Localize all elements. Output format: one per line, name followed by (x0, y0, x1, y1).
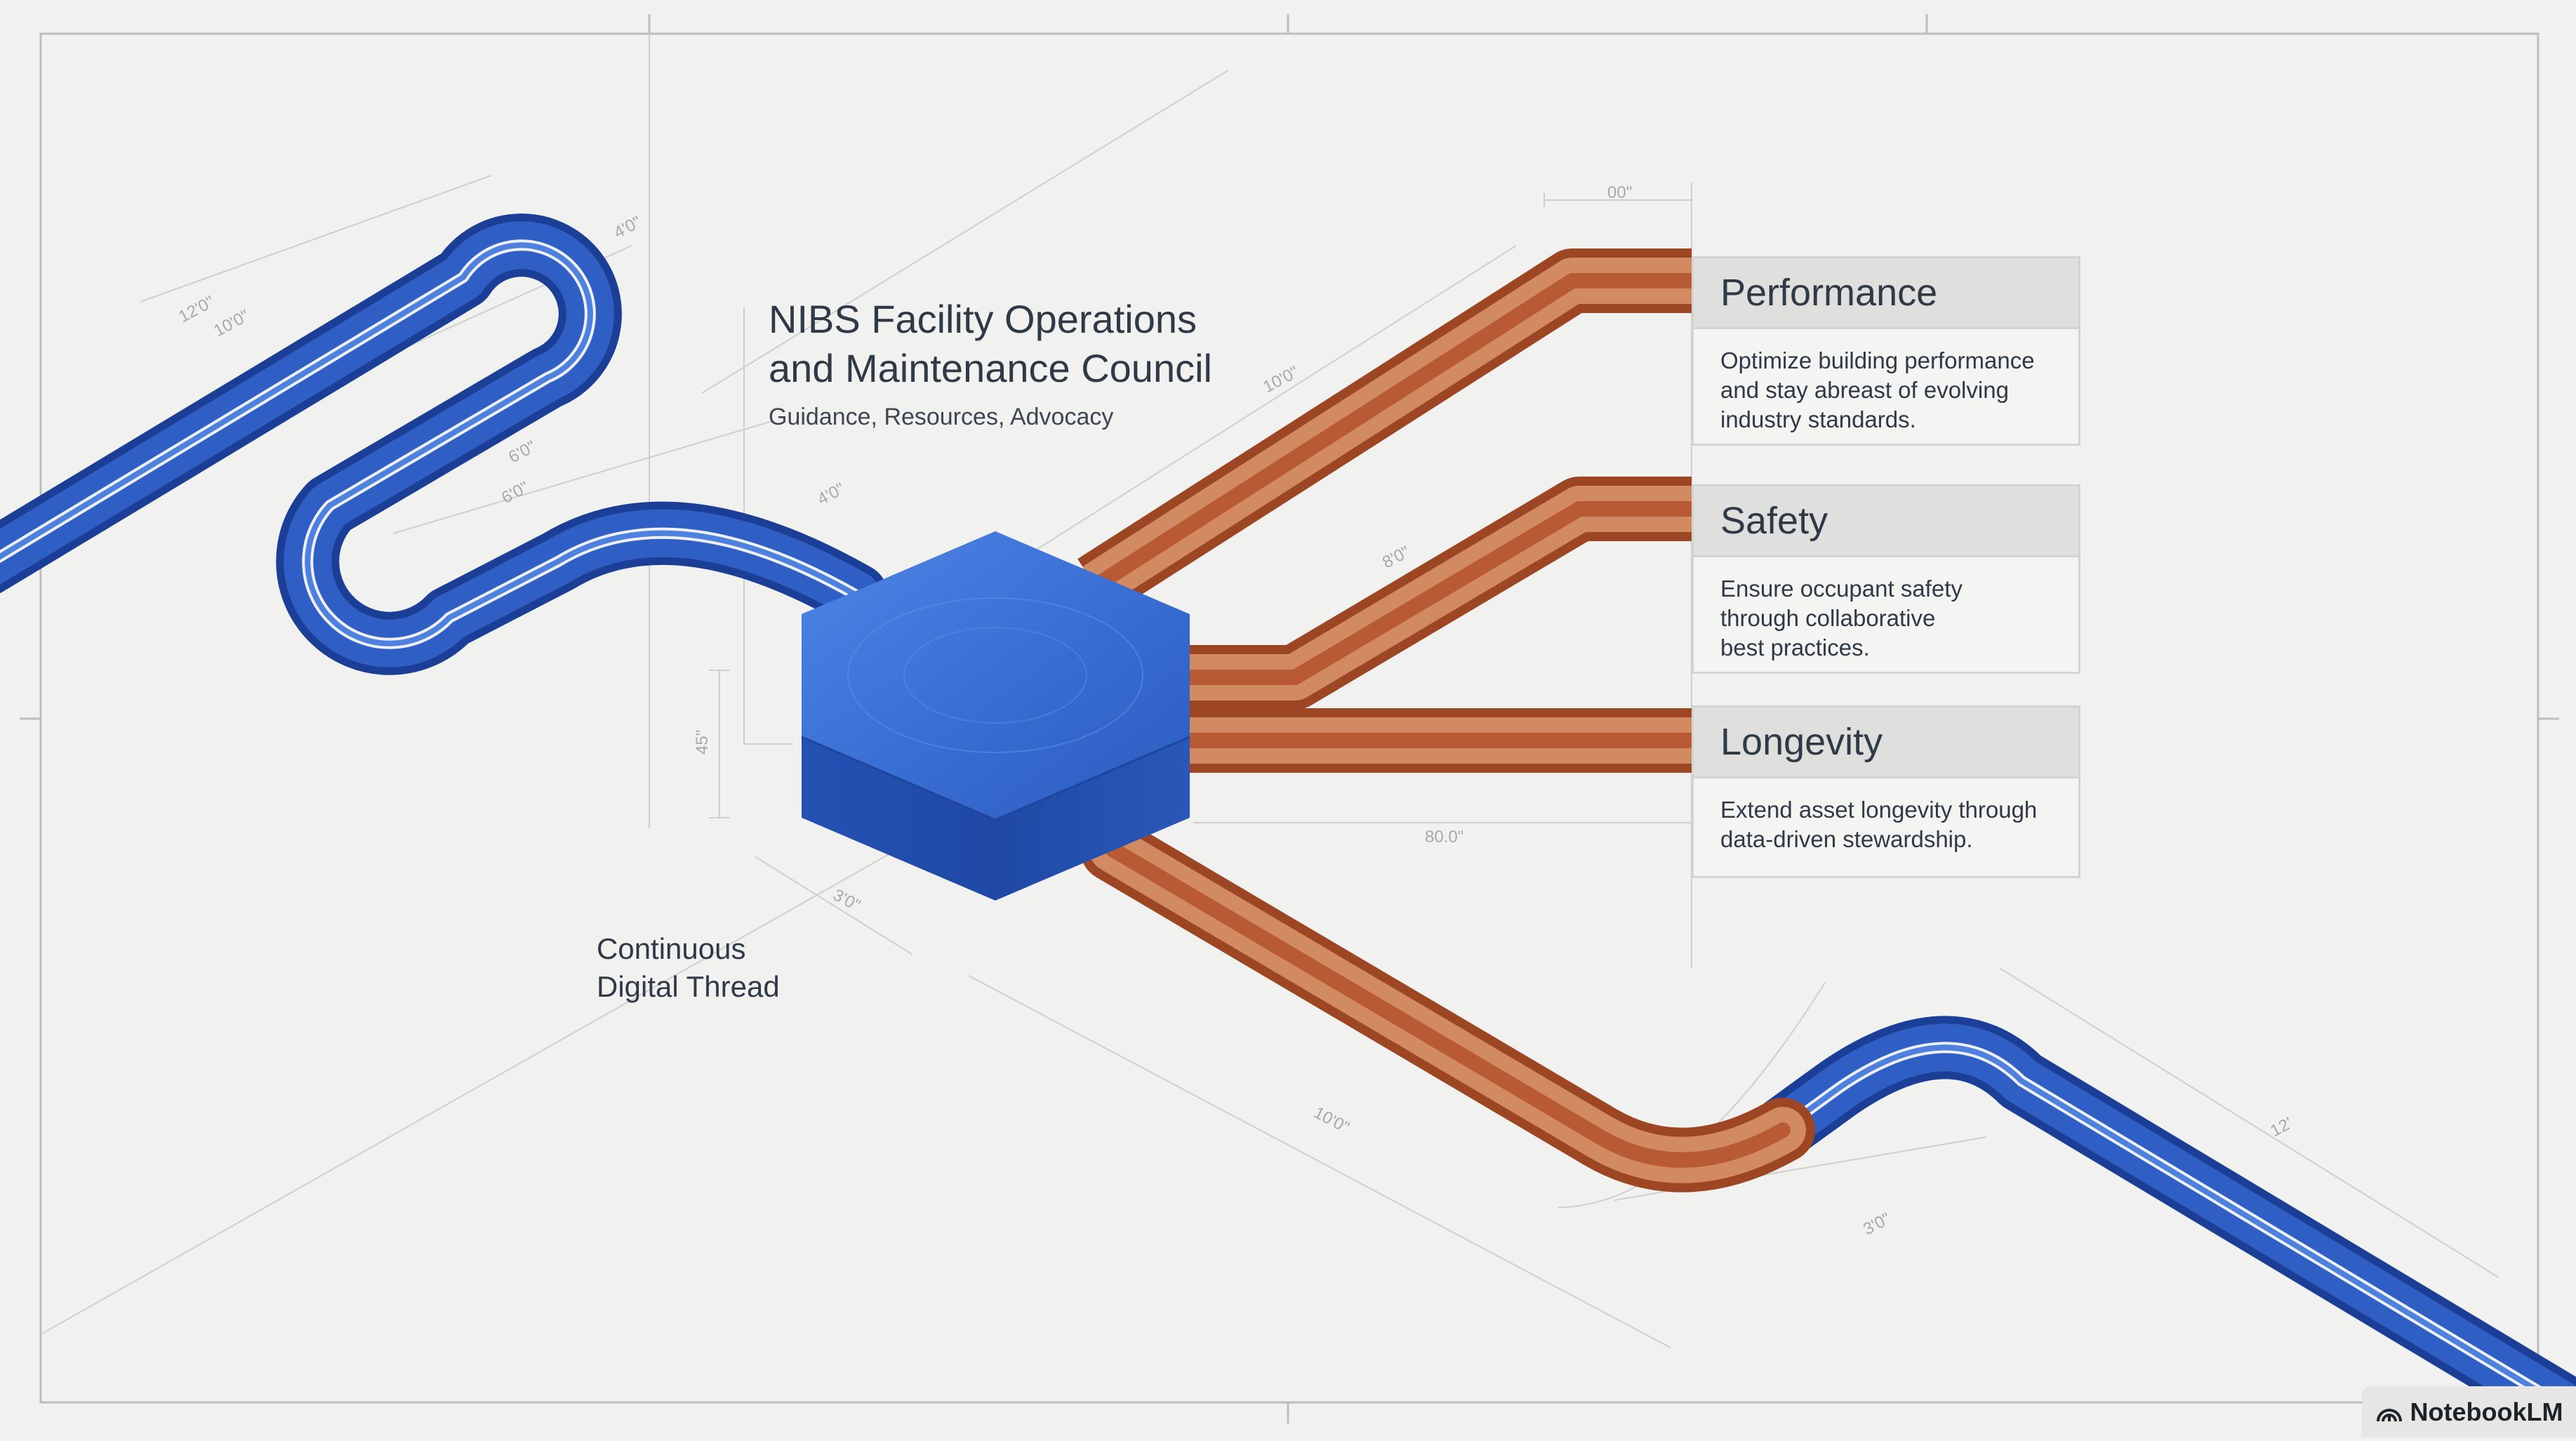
safety-card-text: best practices. (1720, 635, 1870, 660)
longevity-card-text: Extend asset longevity through (1720, 797, 2038, 823)
performance-card-text: industry standards. (1720, 406, 1916, 432)
performance-card-text: and stay abreast of evolving (1720, 377, 2009, 403)
digital-thread-label-line: Digital Thread (597, 970, 780, 1003)
performance-card-header: Performance (1694, 258, 2078, 329)
performance-card-title: Performance (1720, 272, 1938, 314)
copper-pipe-continuation (1080, 817, 1815, 1193)
dimension-label: 12'0" (175, 293, 218, 327)
copper-pipe-safety (1186, 477, 1692, 710)
council-title-block: NIBS Facility Operations and Maintenance… (769, 295, 1400, 434)
safety-card-header: Safety (1694, 486, 2078, 557)
digital-thread-label: Continuous Digital Thread (597, 930, 877, 1006)
dimension-label: 6'0" (505, 437, 539, 467)
safety-card-text: through collaborative (1720, 605, 1936, 631)
dimension-label: 4'0" (611, 213, 644, 243)
safety-card-text: Ensure occupant safety (1720, 576, 1963, 602)
longevity-card: Longevity Extend asset longevity through… (1692, 705, 2080, 878)
longevity-card-title: Longevity (1720, 721, 1883, 763)
council-subtitle: Guidance, Resources, Advocacy (769, 404, 1114, 430)
council-title-line: and Maintenance Council (769, 346, 1212, 390)
council-title-line: NIBS Facility Operations (769, 297, 1197, 341)
safety-card-title: Safety (1720, 500, 1828, 542)
dimension-label: 10'0" (211, 307, 253, 341)
dimension-label: 4'0" (814, 479, 848, 510)
dimension-label: 45" (693, 730, 712, 755)
digital-thread-pipe-left (0, 213, 888, 675)
hexagon-hub (801, 531, 1190, 901)
copper-pipe-performance (1077, 248, 1692, 613)
safety-card-body: Ensure occupant safety through collabora… (1694, 557, 2078, 678)
longevity-card-body: Extend asset longevity through data-driv… (1694, 778, 2078, 870)
dimension-label: 6'0" (498, 478, 532, 508)
dimension-label: 3'0" (1860, 1209, 1894, 1240)
dimension-label: 00" (1607, 183, 1632, 202)
safety-card: Safety Ensure occupant safety through co… (1692, 484, 2080, 674)
dimension-label: 8'0" (1379, 543, 1413, 573)
performance-card-text: Optimize building performance (1720, 347, 2035, 373)
performance-card: Performance Optimize building performanc… (1692, 256, 2080, 446)
watermark-text: NotebookLM (2410, 1397, 2563, 1426)
longevity-card-header: Longevity (1694, 708, 2078, 778)
performance-card-body: Optimize building performance and stay a… (1694, 329, 2078, 450)
dimension-label: 80.0" (1425, 828, 1463, 846)
longevity-card-text: data-driven stewardship. (1720, 826, 1973, 852)
digital-thread-pipe-right (1751, 1016, 2576, 1441)
dimension-label: 10'0" (1310, 1103, 1353, 1137)
blueprint-frame (20, 14, 2559, 1423)
digital-thread-label-line: Continuous (597, 932, 746, 965)
dimension-label: 3'0" (830, 885, 863, 915)
notebooklm-logo-icon (2376, 1408, 2402, 1421)
notebooklm-watermark: NotebookLM (2362, 1386, 2576, 1437)
